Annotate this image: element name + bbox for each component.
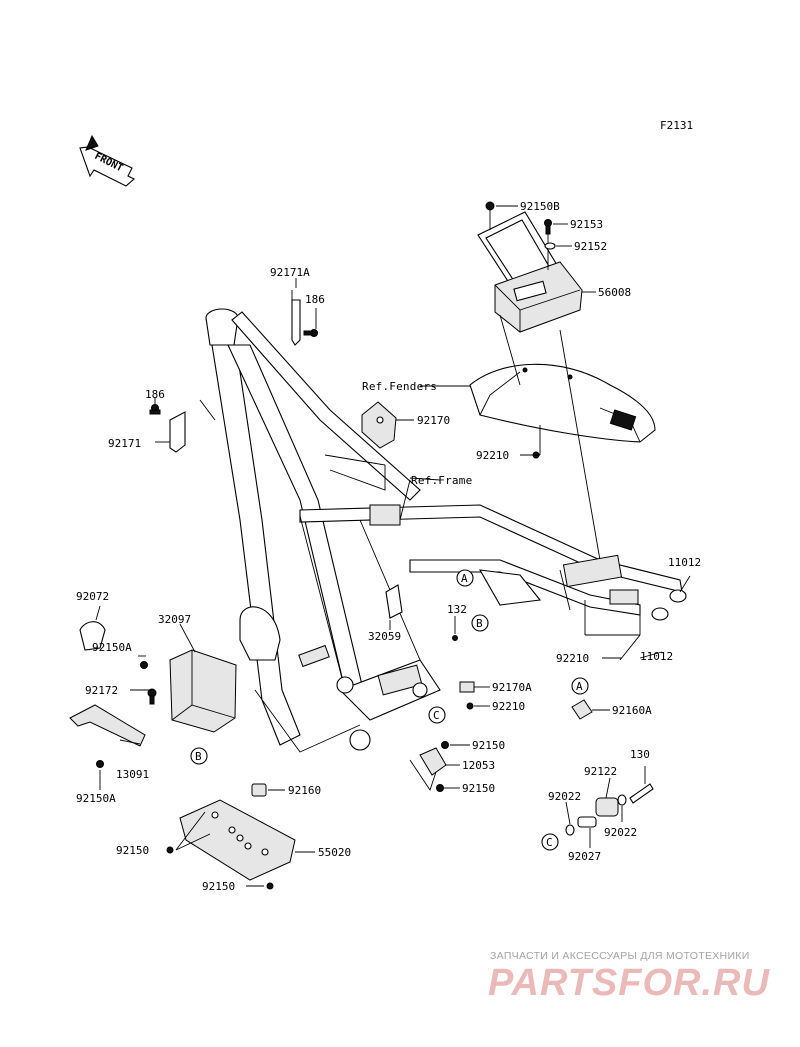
part-label: 92150 [116, 844, 149, 857]
label-leaders [95, 205, 691, 887]
bolt-icon [629, 783, 654, 804]
watermark-logo: PARTSFOR.RU [488, 962, 770, 1004]
washer-icon [617, 794, 627, 806]
part-label: 11012 [668, 556, 701, 569]
washer-icon [544, 242, 556, 250]
part-label: 186 [305, 293, 325, 306]
part-label: 92022 [548, 790, 581, 803]
callout-C: C [428, 706, 446, 724]
svg-text:C: C [433, 709, 440, 722]
tool-tray-assembly [477, 211, 583, 333]
nut-icon [266, 882, 274, 890]
part-label: 92170 [417, 414, 450, 427]
bolt-icon [149, 404, 161, 415]
leader [199, 399, 216, 421]
part-label: 92160A [612, 704, 652, 717]
part-label: 32097 [158, 613, 191, 626]
part-label: 13091 [116, 768, 149, 781]
part-label: 92160 [288, 784, 321, 797]
part-label: 92152 [574, 240, 607, 253]
part-label: 130 [630, 748, 650, 761]
bolt-icon [96, 760, 104, 768]
part-label: 92122 [584, 765, 617, 778]
part-label: 92022 [604, 826, 637, 839]
svg-text:A: A [576, 680, 583, 693]
ref-label: Ref.Fenders [362, 380, 437, 393]
bolt-icon [436, 784, 444, 792]
callout-B: B [190, 747, 208, 765]
part-label: 92153 [570, 218, 603, 231]
bolt-icon [441, 741, 449, 749]
leader [499, 314, 521, 386]
bracket-92170A [459, 681, 475, 693]
svg-text:C: C [546, 836, 553, 849]
bracket-12053 [419, 747, 447, 776]
part-label: 92027 [568, 850, 601, 863]
leader [559, 329, 601, 561]
battery-case-32097 [169, 649, 237, 733]
nut-icon [166, 846, 174, 854]
bracket-32059 [385, 584, 403, 619]
callout-B: B [471, 614, 489, 632]
rubber-92160A [571, 699, 593, 720]
callout-A: A [456, 569, 474, 587]
bracket-92171 [169, 411, 186, 453]
leader [399, 479, 411, 521]
part-label: 92150 [462, 782, 495, 795]
part-label: 92210 [492, 700, 525, 713]
washer-icon [565, 824, 575, 836]
part-label: 92171 [108, 437, 141, 450]
bolt-icon [303, 329, 318, 337]
part-label: 92150A [92, 641, 132, 654]
part-label: 92170A [492, 681, 532, 694]
clamp-92072 [79, 621, 106, 651]
part-label: 92171A [270, 266, 310, 279]
bolt-icon [544, 219, 552, 235]
part-label: 12053 [462, 759, 495, 772]
sleeve-92027 [577, 816, 597, 828]
bolt-icon [485, 201, 495, 211]
bolt-icon [140, 661, 148, 669]
diagram-code: F2131 [660, 119, 693, 132]
leader [324, 454, 386, 491]
part-label: 92150A [76, 792, 116, 805]
part-label: 92072 [76, 590, 109, 603]
svg-text:A: A [461, 572, 468, 585]
bracket-13091 [69, 704, 146, 747]
bracket-92170 [361, 401, 397, 449]
motorcycle-frame [205, 308, 687, 751]
bolt-icon [452, 635, 458, 641]
watermark-tagline: ЗАПЧАСТИ И АКСЕССУАРЫ ДЛЯ МОТОТЕХНИКИ [490, 950, 750, 962]
front-arrow-icon: FRONT [79, 134, 135, 187]
part-label: 132 [447, 603, 467, 616]
part-label: 32059 [368, 630, 401, 643]
part-label: 92150 [202, 880, 235, 893]
part-label: 92150B [520, 200, 560, 213]
callout-A: A [571, 677, 589, 695]
bracket-92171A [291, 290, 301, 346]
bolt-icon [147, 688, 157, 705]
leader [254, 689, 361, 753]
ref-label: Ref.Frame [411, 474, 472, 487]
callout-C: C [541, 833, 559, 851]
rear-fender [469, 363, 656, 443]
part-label: 92210 [556, 652, 589, 665]
svg-text:B: B [195, 750, 202, 763]
skid-plate-55020 [179, 799, 296, 881]
rubber-92160 [251, 783, 267, 797]
part-label: 11012 [640, 650, 673, 663]
collar-92122 [595, 797, 619, 817]
leader [619, 634, 641, 661]
svg-text:B: B [476, 617, 483, 630]
nut-icon [466, 702, 474, 710]
part-label: 56008 [598, 286, 631, 299]
part-label: 186 [145, 388, 165, 401]
part-label: 92210 [476, 449, 509, 462]
part-label: 92150 [472, 739, 505, 752]
part-label: 92172 [85, 684, 118, 697]
part-label: 55020 [318, 846, 351, 859]
